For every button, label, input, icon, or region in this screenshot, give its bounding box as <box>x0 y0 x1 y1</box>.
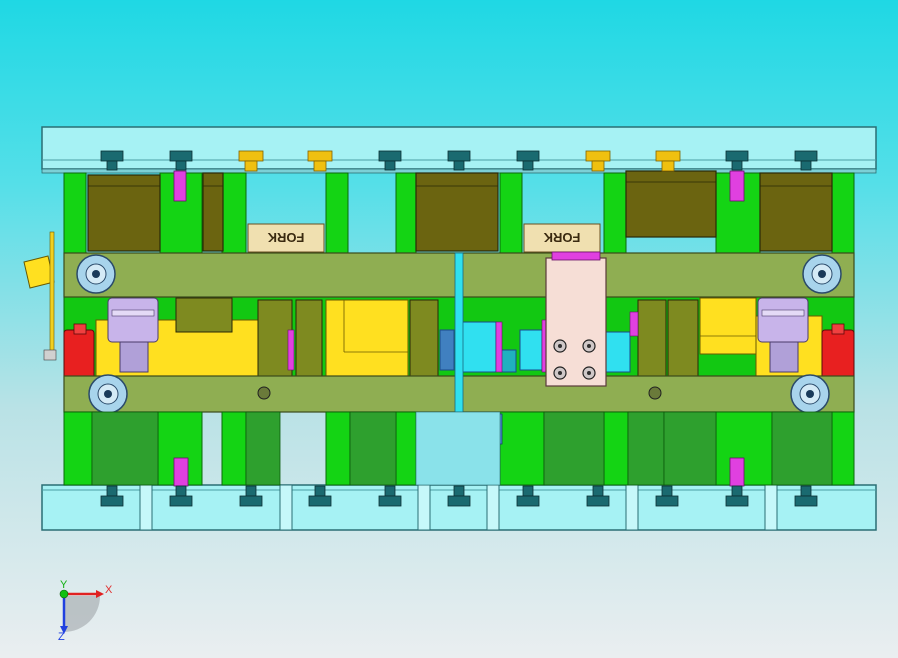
center-olive-inserts[interactable] <box>175 297 699 377</box>
red-stop-right[interactable] <box>821 323 855 389</box>
bottom-plate-gap-lines <box>139 484 778 531</box>
guide-bushing-bottom-left[interactable] <box>88 374 128 414</box>
center-magenta-details <box>287 311 639 373</box>
guide-bushing-bottom-right[interactable] <box>790 374 830 414</box>
x-axis-label: X <box>105 584 113 596</box>
bottom-plate-screws[interactable] <box>100 485 818 507</box>
olive-block-details <box>88 181 832 187</box>
fork-label-right-text: FORK <box>543 230 580 245</box>
lower-bar-screws <box>257 386 662 400</box>
lower-magenta-pins[interactable] <box>173 457 745 487</box>
y-axis-label: Y <box>60 579 68 591</box>
fork-label-right: FORK <box>523 223 601 253</box>
red-stop-left[interactable] <box>63 323 95 389</box>
top-plate-screws[interactable] <box>100 150 818 172</box>
lower-center-gap <box>415 411 501 486</box>
fork-label-left-text: FORK <box>267 230 304 245</box>
triad-shadow-arc <box>64 596 100 632</box>
feeder-tab[interactable] <box>23 231 57 361</box>
axis-triad[interactable]: X Y Z <box>58 579 113 643</box>
screw-teal <box>100 150 818 171</box>
fork-label-left: FORK <box>247 223 325 253</box>
pink-bracket[interactable] <box>545 251 607 387</box>
z-axis-label: Z <box>58 631 65 643</box>
purple-bushing-left[interactable] <box>107 297 159 373</box>
yellow-part-details <box>343 300 756 353</box>
center-divider <box>454 252 464 413</box>
y-axis-dot <box>59 589 69 599</box>
screw-gold <box>238 150 681 172</box>
guide-bushing-top-left[interactable] <box>76 254 116 294</box>
purple-bushing-right[interactable] <box>757 297 809 373</box>
guide-bushing-top-right[interactable] <box>802 254 842 294</box>
lower-shadow-blocks <box>91 411 833 486</box>
upper-magenta-pins[interactable] <box>173 170 745 202</box>
center-cyan-parts[interactable] <box>439 321 631 373</box>
lower-frame-columns[interactable] <box>63 411 855 486</box>
